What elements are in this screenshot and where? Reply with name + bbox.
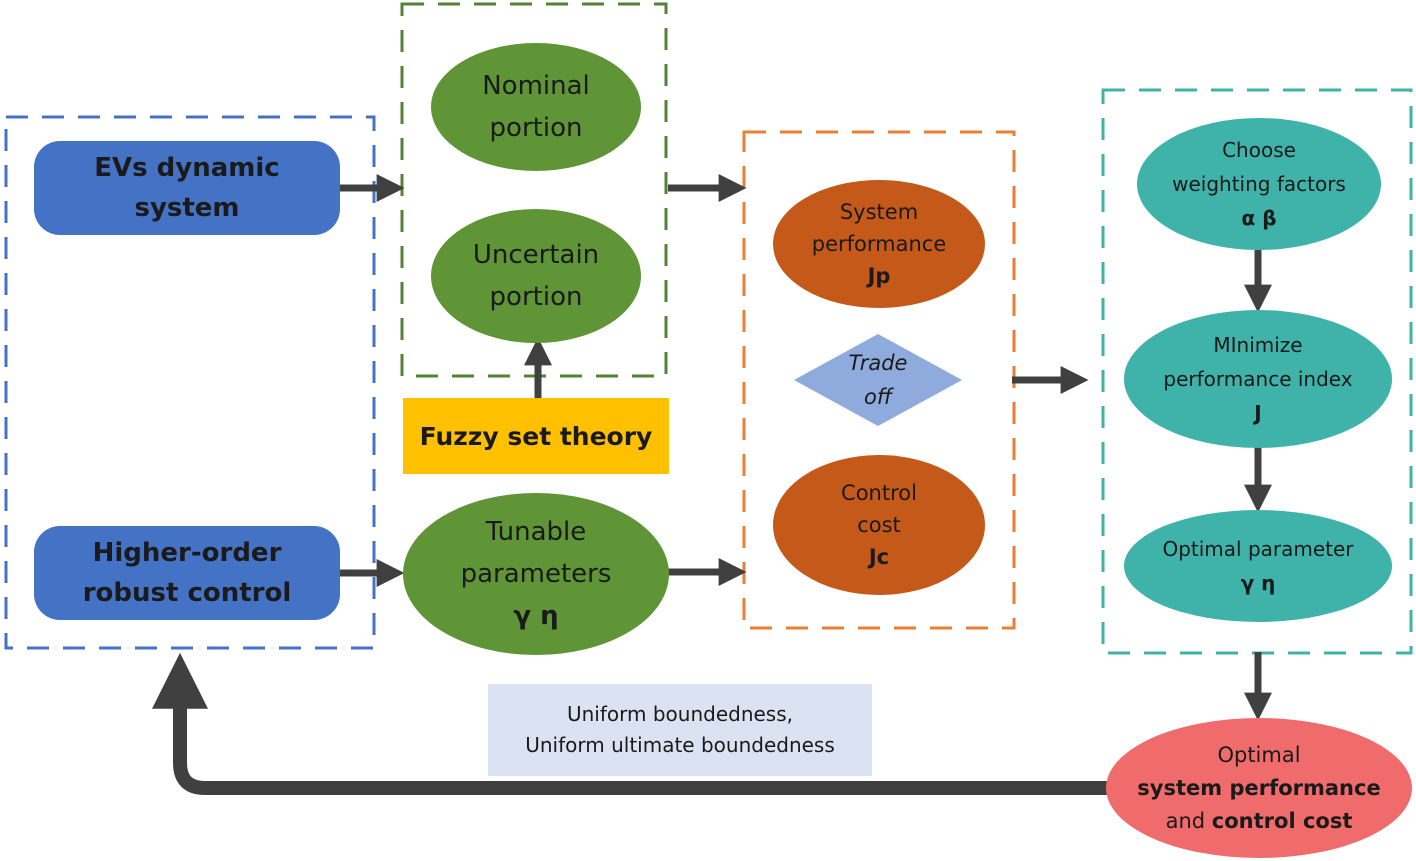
trade-off-label-2: off [863,385,892,409]
choose-label-2: weighting factors [1172,172,1346,196]
note-line-1: Uniform boundedness, [566,702,793,726]
note-line-2: Uniform ultimate boundedness [525,733,835,757]
optimal-result-node: Optimal system performance and control c… [1106,718,1412,858]
ev-system-label-1: EVs dynamic [94,153,280,183]
optimal-result-label-1: Optimal [1217,742,1301,767]
nominal-label-1: Nominal [482,71,590,101]
optimal-param-symbol: γ η [1240,571,1276,595]
trade-off-label: Trade off [794,340,962,420]
minimize-performance-index-node: MInimize performance index J [1124,310,1392,448]
minimize-label-2: performance index [1163,367,1353,391]
minimize-symbol: J [1254,401,1262,425]
system-performance-label-2: performance [811,232,947,256]
optimal-parameter-node: Optimal parameter γ η [1124,510,1392,622]
control-cost-node: Control cost Jc [773,455,985,595]
tunable-label-2: parameters [460,559,612,589]
control-cost-symbol: Jc [868,545,890,569]
nominal-label-2: portion [489,113,583,143]
trade-off-diamond [794,334,962,426]
uncertain-portion-node: Uncertain portion [431,209,641,343]
control-cost-label-2: cost [857,513,901,537]
fuzzy-label: Fuzzy set theory [419,421,653,451]
nominal-portion-node: Nominal portion [431,43,641,171]
arrow-feedback [152,652,1110,795]
tunable-parameters-node: Tunable parameters γ η [403,493,669,655]
boundedness-note: Uniform boundedness, Uniform ultimate bo… [488,684,872,776]
robust-control-label-2: robust control [82,578,292,608]
tunable-symbol: γ η [513,601,559,631]
robust-control-label-1: Higher-order [92,538,282,568]
group-box-control [4,115,376,650]
choose-label-1: Choose [1222,138,1296,162]
fuzzy-set-theory-node: Fuzzy set theory [403,398,669,474]
choose-symbol: α β [1241,206,1277,230]
uncertain-label-2: portion [489,282,583,312]
robust-control-node: Higher-order robust control [34,526,340,620]
optimal-result-label-2: system performance [1137,775,1381,800]
uncertain-label-1: Uncertain [472,240,600,270]
optimal-result-and: and [1165,808,1212,833]
minimize-label-1: MInimize [1213,333,1303,357]
ev-dynamic-system-node: EVs dynamic system [34,141,340,235]
system-performance-symbol: Jp [867,264,891,288]
control-cost-label-1: Control [841,481,917,505]
optimal-result-label-3: and control cost [1166,805,1353,838]
system-performance-label-1: System [839,200,919,224]
choose-weighting-factors-node: Choose weighting factors α β [1137,118,1381,250]
optimal-param-label: Optimal parameter [1162,537,1354,561]
ev-system-label-2: system [134,193,240,223]
optimal-result-control-cost: control cost [1211,808,1353,833]
trade-off-label-1: Trade [848,351,908,375]
system-performance-node: System performance Jp [773,180,985,308]
tunable-label-1: Tunable [485,517,587,547]
